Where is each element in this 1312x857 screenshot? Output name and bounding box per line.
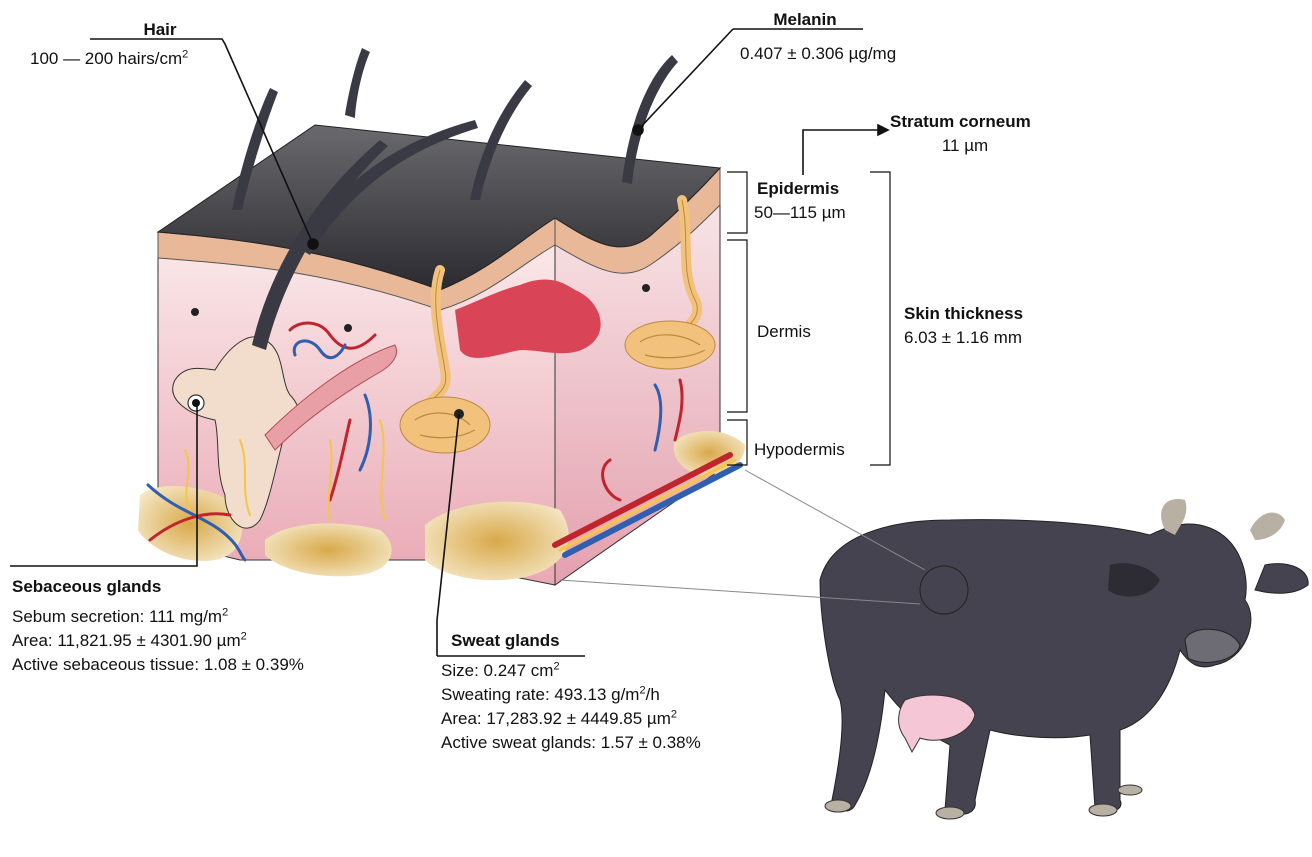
skin-thickness-value: 6.03 ± 1.16 mm [904, 327, 1022, 348]
epidermis-title: Epidermis [757, 178, 839, 199]
hair-value-sup: 2 [182, 48, 188, 60]
sweat-line-2-text: Sweating rate: 493.13 g/m [441, 685, 639, 704]
sweat-line-3: Area: 17,283.92 ± 4449.85 µm2 [441, 708, 677, 729]
sebaceous-title: Sebaceous glands [12, 576, 161, 597]
sweat-line-4: Active sweat glands: 1.57 ± 0.38% [441, 732, 701, 753]
melanin-title: Melanin [760, 9, 850, 30]
epidermis-value: 50—115 µm [754, 202, 846, 223]
hair-value: 100 — 200 hairs/cm2 [30, 48, 188, 69]
stratum-corneum-value: 11 µm [930, 135, 1000, 156]
sweat-line-2: Sweating rate: 493.13 g/m2/h [441, 684, 660, 705]
sweat-line-1-text: Size: 0.247 cm [441, 661, 553, 680]
sebaceous-line-2: Area: 11,821.95 ± 4301.90 µm2 [12, 630, 247, 651]
melanin-value: 0.407 ± 0.306 µg/mg [740, 43, 896, 64]
skin-thickness-title: Skin thickness [904, 303, 1023, 324]
dermis-label: Dermis [757, 321, 811, 342]
sweat-line-3-text: Area: 17,283.92 ± 4449.85 µm [441, 709, 671, 728]
hair-title: Hair [120, 19, 200, 40]
stratum-corneum-title: Stratum corneum [890, 111, 1031, 132]
sweat-line-3-sup: 2 [671, 708, 677, 720]
sebaceous-line-2-text: Area: 11,821.95 ± 4301.90 µm [12, 631, 241, 650]
sebaceous-line-2-sup: 2 [241, 630, 247, 642]
sebaceous-line-1-sup: 2 [222, 606, 228, 618]
sebaceous-line-3: Active sebaceous tissue: 1.08 ± 0.39% [12, 654, 304, 675]
skin-block [138, 48, 745, 585]
sweat-line-2-suffix: /h [646, 685, 660, 704]
hair-value-text: 100 — 200 hairs/cm [30, 49, 182, 68]
cow-icon [820, 499, 1308, 819]
sweat-title: Sweat glands [451, 630, 560, 651]
sebaceous-line-1-text: Sebum secretion: 111 mg/m [12, 607, 222, 626]
hypodermis-label: Hypodermis [754, 439, 845, 460]
sweat-line-1: Size: 0.247 cm2 [441, 660, 560, 681]
sweat-line-1-sup: 2 [553, 660, 559, 672]
sebaceous-line-1: Sebum secretion: 111 mg/m2 [12, 606, 228, 627]
